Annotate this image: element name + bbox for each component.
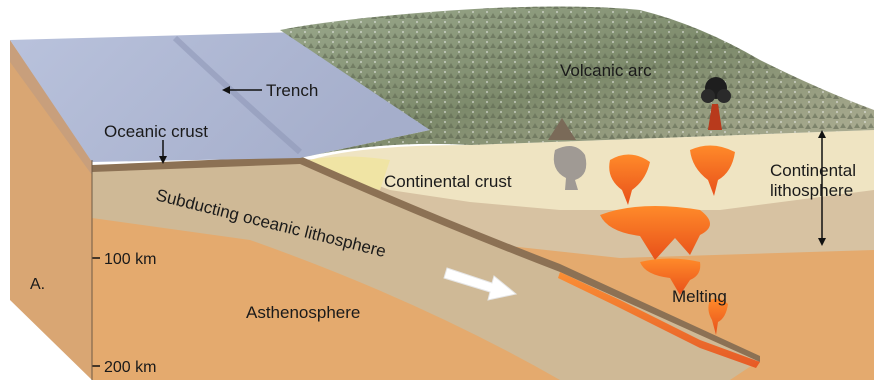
depth-200-label: 200 km	[104, 359, 156, 376]
continental-lithosphere-label: Continental lithosphere	[770, 161, 861, 200]
continental-lithosphere-label-line1: Continental	[770, 161, 856, 180]
trench-label: Trench	[266, 81, 318, 100]
asthenosphere-label: Asthenosphere	[246, 303, 360, 322]
oceanic-crust-label: Oceanic crust	[104, 122, 208, 141]
panel-label: A.	[30, 276, 45, 293]
continental-crust-label: Continental crust	[384, 172, 512, 191]
volcanic-arc-label: Volcanic arc	[560, 61, 652, 80]
depth-100-label: 100 km	[104, 251, 156, 268]
continental-lithosphere-label-line2: lithosphere	[770, 181, 853, 200]
melting-label: Melting	[672, 287, 727, 306]
